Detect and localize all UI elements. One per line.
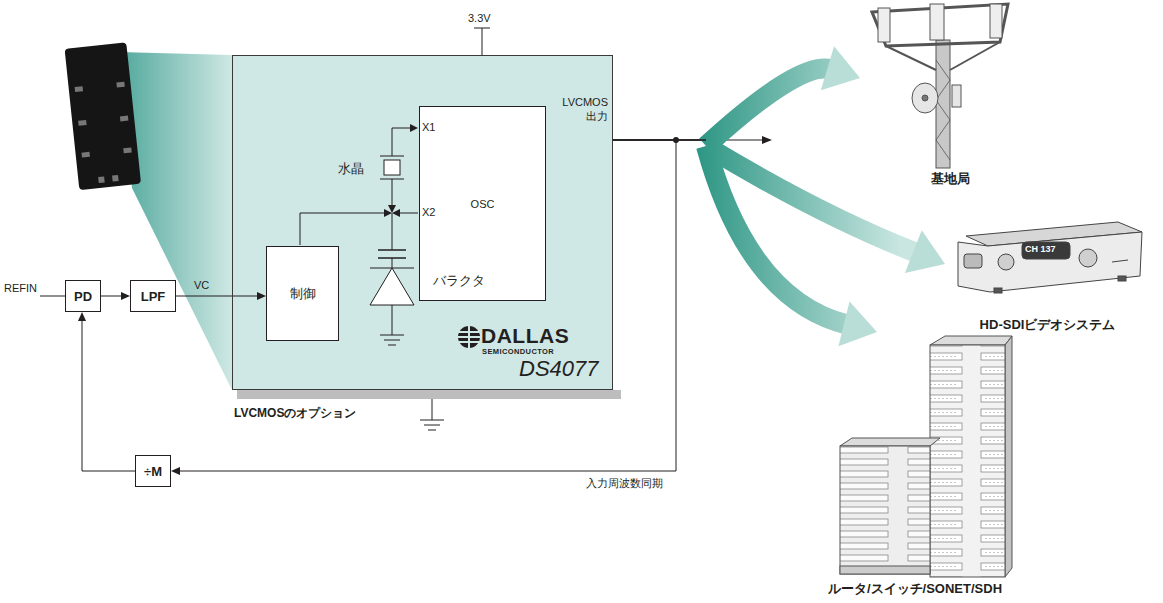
node-text: ルータ/スイッチ/SONET/SDH [815, 580, 1015, 598]
node-text: DALLAS [481, 324, 569, 348]
arrowhead [905, 230, 945, 273]
control-box: 制御 [266, 246, 339, 341]
label-text: REFIN [4, 282, 37, 294]
oscillator-box: OSC [419, 106, 546, 301]
node-text: PD [74, 289, 92, 304]
edge-label: VC [194, 279, 209, 291]
connector [613, 46, 860, 146]
divider-box: ÷M [135, 455, 171, 487]
oscillator-circuit [300, 128, 418, 345]
connector [78, 312, 135, 471]
base-station-illustration [872, 4, 1008, 168]
edge-label: 入力周波数同期 [586, 476, 663, 491]
arrowheads [384, 124, 418, 217]
application-node: ルータ/スイッチ/SONET/SDH [815, 332, 1015, 598]
label-text: X1 [422, 121, 435, 133]
label-text: LVCMOSのオプション [234, 405, 356, 422]
connector [176, 292, 266, 300]
ground-symbol [420, 399, 444, 430]
node-text: 制御 [290, 285, 316, 303]
node-text: HD-SDIビデオシステム [945, 316, 1150, 334]
node-text: ÷M [144, 464, 162, 479]
projection [118, 52, 232, 390]
node-text: 基地局 [860, 170, 1040, 188]
label-text: LVCMOS 出力 [552, 96, 608, 124]
logo-mark [458, 326, 480, 348]
node-text: OSC [471, 198, 495, 210]
filter-box: LPF [130, 280, 176, 312]
arrowhead [257, 292, 266, 300]
connector [101, 292, 130, 300]
label-text: X2 [422, 206, 435, 218]
box-shadow [237, 390, 621, 399]
video-system-illustration [958, 222, 1142, 293]
connector [171, 140, 676, 475]
module-box: DALLASSEMICONDUCTORDS4077 制御 OSC [232, 55, 613, 390]
application-node: HD-SDIビデオシステム [945, 212, 1150, 334]
module-fill [232, 55, 613, 390]
arrowhead [171, 467, 180, 475]
label-text: CH 137 [1025, 244, 1056, 254]
arrowhead [821, 46, 860, 90]
output-wire [613, 136, 772, 144]
label-text: 3.3V [468, 12, 491, 24]
arrowhead [838, 301, 877, 346]
server-racks-illustration [840, 336, 1012, 577]
application-node: 基地局 [860, 0, 1040, 188]
connector [613, 140, 945, 273]
arrowhead [121, 292, 130, 300]
node-text: SEMICONDUCTOR [482, 347, 554, 356]
node-text: DS4077 [519, 356, 599, 382]
phase-detector-box: PD [65, 280, 101, 312]
node-text: LPF [141, 289, 166, 304]
connector [613, 140, 877, 346]
chip-package [65, 42, 142, 190]
arrowhead [78, 312, 86, 321]
supply-wire [474, 28, 490, 55]
label-text: 水晶 [338, 160, 364, 178]
ref-wire [40, 296, 65, 297]
label-text: バラクタ [433, 272, 485, 290]
